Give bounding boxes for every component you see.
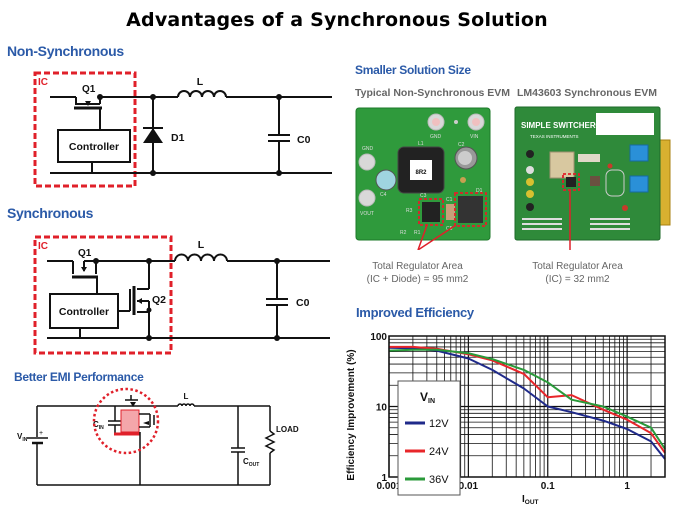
inductor-icon bbox=[174, 253, 228, 262]
q1-arrow-icon bbox=[81, 267, 87, 272]
non-synchronous-schematic: IC Q1 Controller D1 L C0 bbox=[33, 71, 332, 188]
left-caption-line-2: (IC + Diode) = 95 mm2 bbox=[366, 274, 469, 285]
controller-label: Controller bbox=[59, 306, 109, 318]
board-label-sticker bbox=[596, 113, 654, 135]
chart-series bbox=[388, 345, 666, 460]
emi-schematic: VIN + CIN L COUT LOAD bbox=[17, 387, 299, 486]
x-tick-label: 1 bbox=[624, 481, 630, 492]
legend-title: VIN bbox=[420, 390, 435, 405]
x-axis-label: IOUT bbox=[522, 494, 539, 506]
ic-boundary bbox=[33, 71, 137, 188]
emi-highlight-circle bbox=[92, 387, 160, 455]
board-label: C3 bbox=[420, 193, 427, 199]
inductor-icon bbox=[177, 90, 227, 98]
left-caption-line-1: Total Regulator Area bbox=[372, 261, 463, 272]
cin-label: CIN bbox=[93, 420, 104, 431]
controller-label: Controller bbox=[69, 141, 119, 153]
board-label: R1 bbox=[414, 230, 421, 236]
left-caption: Total Regulator Area (IC + Diode) = 95 m… bbox=[345, 260, 490, 286]
legend-box bbox=[397, 380, 461, 496]
inductor-marking: 8R2 bbox=[415, 170, 427, 176]
solution-size-heading: Smaller Solution Size bbox=[355, 63, 471, 77]
legend-label-36v: 36V bbox=[429, 474, 449, 486]
board-label: R2 bbox=[400, 230, 407, 236]
board-label: D1 bbox=[476, 188, 483, 194]
efficiency-heading: Improved Efficiency bbox=[356, 305, 474, 320]
load-label: LOAD bbox=[276, 425, 299, 434]
right-evm-title: LM43603 Synchronous EVM bbox=[517, 87, 658, 99]
non-synchronous-evm-board: GND VIN GND VOUT 8R2 L1 C2 C4 C3 C1 D1 R… bbox=[355, 107, 491, 250]
cout-label: COUT bbox=[243, 457, 259, 468]
synchronous-schematic: IC Q1 Controller Q2 L C0 bbox=[33, 235, 330, 355]
efficiency-chart: 0.001 0.01 0.1 1 1 10 100 Efficiency Improveme… bbox=[346, 332, 666, 506]
terminal-block bbox=[629, 144, 649, 162]
board-label: GND bbox=[362, 146, 374, 152]
arrow-icon bbox=[417, 224, 457, 250]
board-company: TEXAS INSTRUMENTS bbox=[530, 134, 579, 139]
non-synchronous-heading: Non-Synchronous bbox=[7, 43, 124, 59]
page-title: Advantages of a Synchronous Solution bbox=[126, 9, 548, 31]
left-evm-title: Typical Non-Synchronous EVM bbox=[355, 87, 510, 99]
legend-label-24v: 24V bbox=[429, 446, 449, 458]
ic-highlight bbox=[418, 198, 444, 226]
y-tick-label: 100 bbox=[370, 332, 387, 343]
board-brand: SIMPLE SWITCHER® bbox=[521, 121, 602, 130]
inductor-label: L bbox=[197, 76, 204, 88]
ic-label: IC bbox=[38, 77, 48, 88]
chart-tick-labels: 0.001 0.01 0.1 1 1 10 100 bbox=[370, 332, 630, 492]
series-line-24v bbox=[389, 345, 666, 454]
legend-label-12v: 12V bbox=[429, 418, 449, 430]
y-axis-label: Efficiency Improvement (%) bbox=[346, 349, 357, 480]
board-label: R3 bbox=[406, 208, 413, 214]
ic-label: IC bbox=[38, 241, 48, 252]
y-tick-label: 1 bbox=[381, 473, 387, 484]
terminal-block bbox=[629, 175, 649, 193]
capacitor-label: C0 bbox=[297, 134, 311, 146]
x-tick-label: 0.1 bbox=[541, 481, 555, 492]
ic-highlight bbox=[562, 173, 580, 191]
q1-label: Q1 bbox=[78, 248, 92, 259]
resistor-icon bbox=[264, 430, 276, 454]
inductor-label: L bbox=[198, 239, 205, 251]
board-label: L1 bbox=[418, 141, 424, 147]
board-label: VIN bbox=[470, 134, 479, 140]
right-caption-line-2: (IC) = 32 mm2 bbox=[545, 274, 610, 285]
board-label: C2 bbox=[458, 142, 465, 148]
diode-icon bbox=[143, 128, 163, 143]
controller-block bbox=[57, 129, 131, 163]
right-caption: Total Regulator Area (IC) = 32 mm2 bbox=[505, 260, 650, 286]
q2-label: Q2 bbox=[152, 294, 166, 306]
ic-package bbox=[120, 409, 140, 433]
diode-highlight bbox=[454, 192, 487, 227]
board-label: VOUT bbox=[360, 211, 374, 217]
q1-label: Q1 bbox=[82, 84, 96, 95]
q2-arrow-icon bbox=[137, 298, 142, 304]
board-silkscreen bbox=[522, 218, 630, 230]
series-line-36v bbox=[388, 348, 666, 450]
ic-boundary bbox=[33, 235, 173, 355]
board-label: GND bbox=[430, 134, 442, 140]
fet-arrow-icon bbox=[130, 402, 136, 407]
board-label: C1 bbox=[446, 197, 453, 203]
x-tick-label: 0.01 bbox=[459, 481, 479, 492]
plot-frame bbox=[388, 335, 666, 478]
chart-legend: VIN 12V 24V 36V bbox=[397, 380, 461, 496]
plus-sign: + bbox=[39, 430, 43, 437]
diode-label: D1 bbox=[171, 132, 185, 144]
right-caption-line-1: Total Regulator Area bbox=[532, 261, 623, 272]
x-tick-label: 0.001 bbox=[376, 481, 401, 492]
synchronous-evm-board: SIMPLE SWITCHER® TEXAS INSTRUMENTS bbox=[514, 106, 671, 250]
board-label: C4 bbox=[380, 192, 387, 198]
arrow-icon bbox=[417, 224, 428, 250]
y-tick-label: 10 bbox=[376, 403, 388, 414]
inductor-icon bbox=[177, 403, 195, 407]
synchronous-heading: Synchronous bbox=[7, 205, 94, 221]
q1-arrow-icon bbox=[85, 101, 91, 106]
emi-heading: Better EMI Performance bbox=[14, 370, 144, 384]
capacitor-label: C0 bbox=[296, 297, 310, 309]
vin-label: VIN bbox=[17, 432, 28, 443]
inductor-label: L bbox=[184, 392, 189, 401]
